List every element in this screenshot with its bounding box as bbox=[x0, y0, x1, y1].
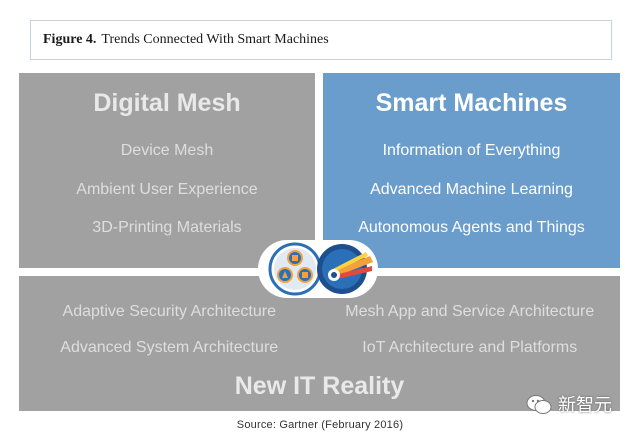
trend-item: Advanced Machine Learning bbox=[370, 180, 573, 198]
figure-title: Trends Connected With Smart Machines bbox=[101, 32, 329, 47]
quadrant-new-it-reality: Adaptive Security Architecture Advanced … bbox=[19, 276, 620, 411]
trend-item: Mesh App and Service Architecture bbox=[345, 303, 595, 320]
trend-item: Autonomous Agents and Things bbox=[358, 219, 585, 236]
quadrant-title: New IT Reality bbox=[234, 372, 405, 400]
watermark: 新智元 bbox=[526, 389, 636, 419]
trend-item: Information of Everything bbox=[382, 142, 561, 159]
quadrant-title: Digital Mesh bbox=[93, 89, 241, 117]
figure-label: Figure 4. bbox=[43, 32, 97, 47]
bottom-right-column: Mesh App and Service Architecture IoT Ar… bbox=[320, 294, 621, 366]
wechat-icon bbox=[526, 395, 552, 414]
center-hub bbox=[258, 240, 378, 298]
trend-item: 3D-Printing Materials bbox=[92, 219, 242, 236]
bottom-left-column: Adaptive Security Architecture Advanced … bbox=[19, 294, 320, 366]
figure-caption: Figure 4. Trends Connected With Smart Ma… bbox=[30, 20, 612, 60]
trend-item: Advanced System Architecture bbox=[60, 339, 279, 356]
hub-icon bbox=[268, 242, 373, 296]
trend-item: Device Mesh bbox=[120, 142, 214, 159]
quadrant-smart-machines: Smart Machines Information of Everything… bbox=[323, 73, 620, 268]
watermark-text: 新智元 bbox=[558, 395, 612, 415]
trend-item: Ambient User Experience bbox=[76, 180, 258, 198]
trend-item: Adaptive Security Architecture bbox=[62, 303, 276, 320]
quadrant-title: Smart Machines bbox=[375, 89, 568, 117]
source-note: Source: Gartner (February 2016) bbox=[236, 419, 404, 431]
quadrant-digital-mesh: Digital Mesh Device Mesh Ambient User Ex… bbox=[19, 73, 315, 268]
trend-item: IoT Architecture and Platforms bbox=[362, 339, 578, 356]
